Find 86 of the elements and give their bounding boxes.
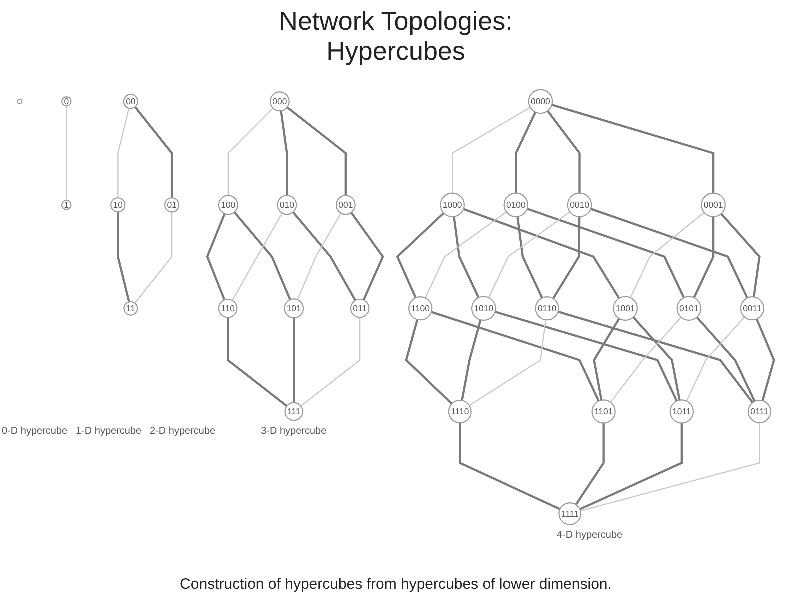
node-circle: 1 (62, 200, 72, 210)
connector (118, 108, 130, 198)
connector (350, 212, 384, 300)
connector (425, 211, 507, 298)
node-circle: 11 (124, 301, 138, 316)
connector (515, 112, 537, 193)
node-circle: 110 (218, 298, 238, 318)
node-circle: 0001 (701, 192, 726, 218)
figure-label: 0-D hypercube (2, 426, 68, 438)
connector (720, 212, 761, 297)
node-circle: 01 (164, 197, 180, 212)
connector (686, 316, 746, 402)
node-circle: 0101 (676, 296, 702, 321)
connector (552, 104, 715, 193)
node-circle: 0110 (535, 296, 560, 320)
node-circle: 1000 (440, 192, 465, 218)
connector (293, 318, 296, 403)
node-circle: 0100 (504, 192, 529, 218)
node-circle: 1111 (558, 502, 582, 526)
connector (226, 317, 288, 407)
connector (593, 318, 620, 400)
connector (459, 422, 561, 510)
connector (580, 422, 760, 512)
connector (453, 216, 480, 298)
node-circle: 001 (336, 194, 356, 215)
figure-label: 1-D hypercube (76, 426, 142, 438)
node-circle: 000 (270, 91, 290, 112)
connector (66, 106, 68, 200)
connector (575, 422, 605, 506)
connector (527, 208, 686, 298)
connector (431, 310, 600, 402)
figure-label: 3-D hypercube (261, 426, 327, 438)
node-circle: 0011 (740, 296, 765, 320)
connector (134, 106, 174, 198)
figure-label: 2-D hypercube (150, 426, 216, 438)
connector (396, 212, 445, 298)
connector (452, 106, 531, 193)
title: Network Topologies: Hypercubes (278, 6, 514, 66)
node-circle: 1100 (408, 296, 433, 320)
connector (206, 213, 226, 300)
connector (630, 212, 705, 298)
node-circle: 1101 (592, 399, 616, 424)
node-circle: 0010 (567, 192, 592, 218)
connector (488, 211, 570, 298)
node-circle: 0111 (748, 400, 772, 424)
connector (461, 319, 482, 401)
connector (463, 208, 620, 299)
node-circle: 010 (277, 194, 298, 215)
connector (297, 212, 342, 300)
connector (134, 212, 173, 304)
connector (580, 422, 683, 510)
caption: Construction of hypercubes from hypercubes of lower dimension. (180, 576, 612, 593)
connector (693, 216, 715, 298)
node-circle: 10 (110, 197, 126, 212)
node-circle: 0000 (528, 88, 554, 114)
connector (300, 317, 361, 406)
connector (232, 212, 283, 301)
connector (632, 316, 681, 400)
connector (696, 316, 756, 402)
node-circle: 0 (62, 96, 72, 106)
node-circle: 1011 (670, 399, 694, 424)
connector (546, 110, 581, 193)
node-circle: 1010 (471, 296, 496, 321)
node-circle: 101 (284, 298, 304, 318)
connector (405, 319, 453, 404)
connector (756, 318, 776, 401)
connector (286, 106, 347, 196)
node-circle (17, 98, 23, 104)
connector (469, 320, 546, 406)
connector (558, 310, 754, 404)
node-circle: 011 (350, 298, 370, 318)
connector (610, 316, 682, 403)
node-circle: 111 (284, 402, 304, 421)
connector (590, 208, 748, 298)
connector (228, 108, 274, 196)
node-circle: 1110 (448, 400, 472, 424)
node-circle: 100 (218, 194, 238, 215)
connector (280, 110, 288, 196)
connector (234, 211, 292, 300)
connector (494, 310, 678, 402)
connector (117, 212, 130, 302)
node-circle: 00 (123, 94, 138, 109)
connector (292, 211, 357, 301)
node-circle: 1001 (613, 296, 638, 321)
connector (516, 216, 544, 298)
connector (552, 216, 581, 300)
